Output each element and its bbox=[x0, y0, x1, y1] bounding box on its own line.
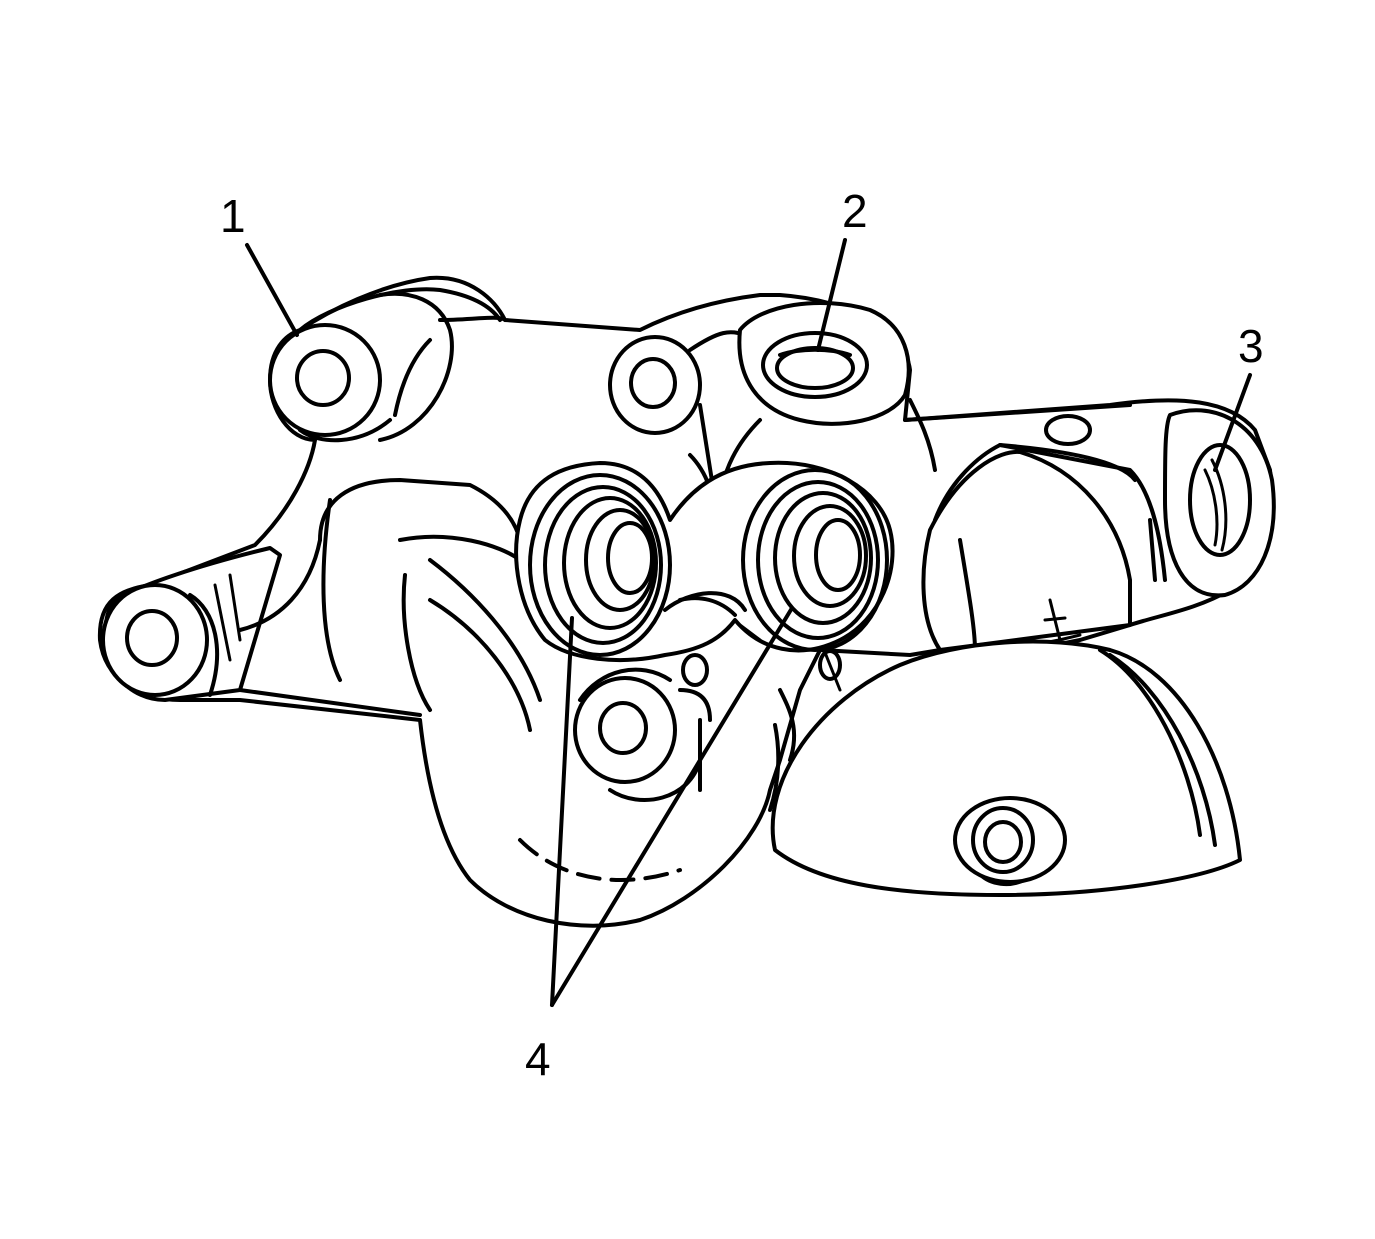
piston-dust-boot bbox=[770, 639, 1242, 897]
callout-1: 1 bbox=[220, 190, 246, 242]
leader-line-3 bbox=[1213, 373, 1252, 472]
guide-pin-boss bbox=[921, 449, 1132, 652]
center-housing-surface bbox=[318, 478, 682, 882]
leader-line-4a bbox=[550, 616, 574, 1007]
upper-left-mounting-lug bbox=[268, 287, 507, 443]
callout-labels: 1 2 3 4 bbox=[220, 185, 1264, 1085]
callout-leaders bbox=[245, 238, 1252, 1007]
left-mounting-lug bbox=[101, 538, 422, 717]
leader-line-1 bbox=[245, 243, 299, 337]
piston-bores bbox=[514, 460, 895, 662]
lower-center-lug bbox=[573, 638, 842, 812]
leader-line-2 bbox=[816, 238, 847, 352]
callout-4: 4 bbox=[525, 1033, 551, 1085]
inlet-port-arm bbox=[903, 403, 1276, 598]
leader-line-4b bbox=[550, 606, 794, 1007]
callout-3: 3 bbox=[1238, 320, 1264, 372]
callout-2: 2 bbox=[842, 185, 868, 237]
